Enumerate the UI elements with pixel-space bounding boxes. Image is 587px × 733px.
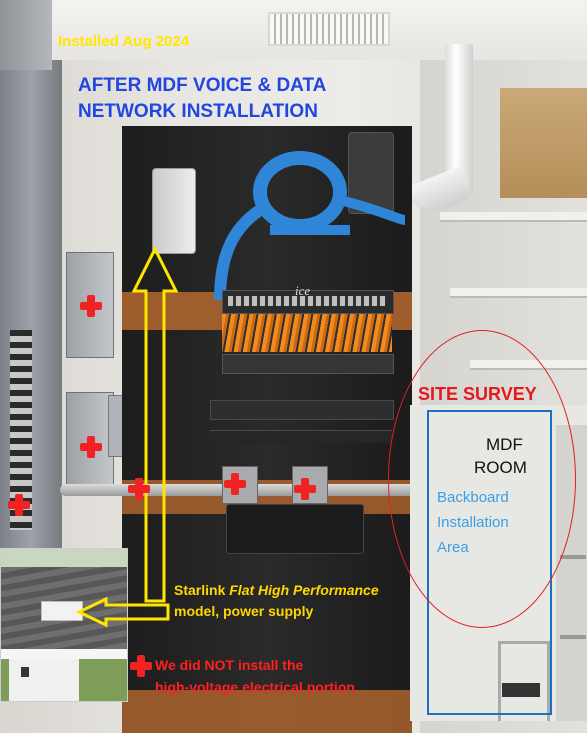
plus-marker-icon: [80, 295, 102, 317]
left-arrow-icon: [76, 596, 170, 628]
starlink-caption-line-2: model, power supply: [174, 603, 314, 619]
mdf-room-line-2: ROOM: [474, 458, 527, 477]
rack-shelf-lower: [210, 430, 392, 443]
electrical-note-line-1: We did NOT install the: [155, 657, 304, 673]
orange-board-stripe-3: [122, 690, 412, 733]
cardboard-box: [500, 88, 587, 198]
hvac-vent: [268, 12, 390, 46]
backboard-area-line-2: Installation: [437, 514, 509, 531]
network-switch: [222, 354, 394, 374]
site-survey-red-ellipse: [388, 330, 576, 628]
rack-shelf-upper: [210, 400, 394, 420]
plus-marker-icon: [224, 473, 246, 495]
plus-marker-icon: [80, 436, 102, 458]
title-line-2: NETWORK INSTALLATION: [78, 101, 318, 122]
starlink-caption-line-1: Starlink Flat High Performance: [174, 582, 379, 598]
site-survey-heading: SITE SURVEY: [418, 384, 537, 404]
blue-cable-bundle: [214, 151, 406, 301]
wire-shelf-1: [440, 212, 587, 222]
starlink-power-supply: [152, 168, 196, 254]
up-arrow-icon: [131, 245, 179, 603]
backboard-area-line-3: Area: [437, 539, 469, 556]
orange-patch-cables: [222, 314, 392, 352]
step-stool: [498, 641, 550, 721]
starlink-caption-italic: Flat High Performance: [229, 582, 379, 598]
title-line-1: AFTER MDF VOICE & DATA: [78, 75, 327, 96]
breaker-column: [10, 330, 32, 530]
mdf-room-line-1: MDF: [486, 435, 523, 454]
wire-shelf-2: [450, 288, 587, 298]
patch-panel-ports: [228, 296, 386, 306]
starlink-dish-inset: [0, 548, 128, 702]
installed-date-label: Installed Aug 2024: [58, 33, 190, 50]
plus-marker-icon: [294, 478, 316, 500]
starlink-caption-lead: Starlink: [174, 582, 230, 598]
rack-brand-mark: ice: [295, 283, 311, 298]
backboard-area-line-1: Backboard: [437, 489, 509, 506]
ups-unit: [226, 504, 364, 554]
electrical-note-line-2: high-voltage electrical portion: [155, 679, 355, 695]
plus-marker-icon: [8, 494, 30, 516]
plus-marker-icon: [130, 655, 152, 677]
electrical-panel-upper: [0, 0, 52, 70]
plus-marker-icon: [128, 478, 150, 500]
